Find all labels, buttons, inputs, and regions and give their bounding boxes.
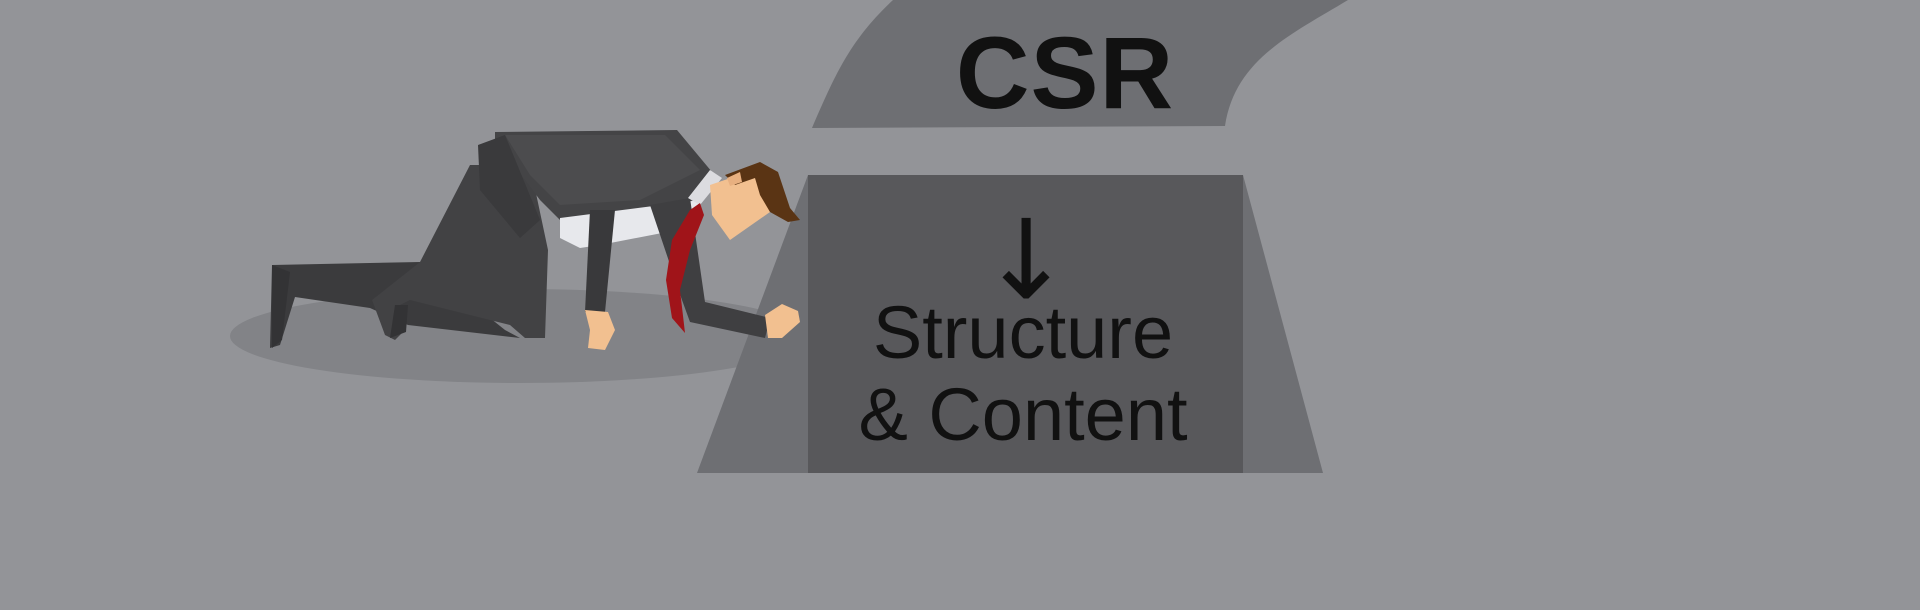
back-hand — [585, 310, 615, 350]
box-text-content: & Content — [858, 373, 1188, 456]
back-arm — [585, 210, 615, 312]
tie — [666, 203, 704, 333]
ear — [727, 172, 742, 186]
csr-title: CSR — [955, 16, 1175, 130]
jacket-back — [505, 135, 700, 205]
down-arrow-icon: ↓ — [980, 196, 1073, 324]
content-box — [808, 175, 1243, 473]
collar — [688, 170, 722, 205]
hair — [725, 162, 800, 222]
crawling-businessman-illustration — [270, 130, 800, 350]
back-foot — [272, 265, 290, 348]
box-text-structure: Structure — [872, 291, 1174, 374]
title-banner — [812, 0, 1348, 128]
front-foot — [390, 305, 408, 338]
hip — [478, 135, 540, 238]
floor-shadow — [230, 289, 810, 383]
front-hand — [765, 304, 800, 338]
